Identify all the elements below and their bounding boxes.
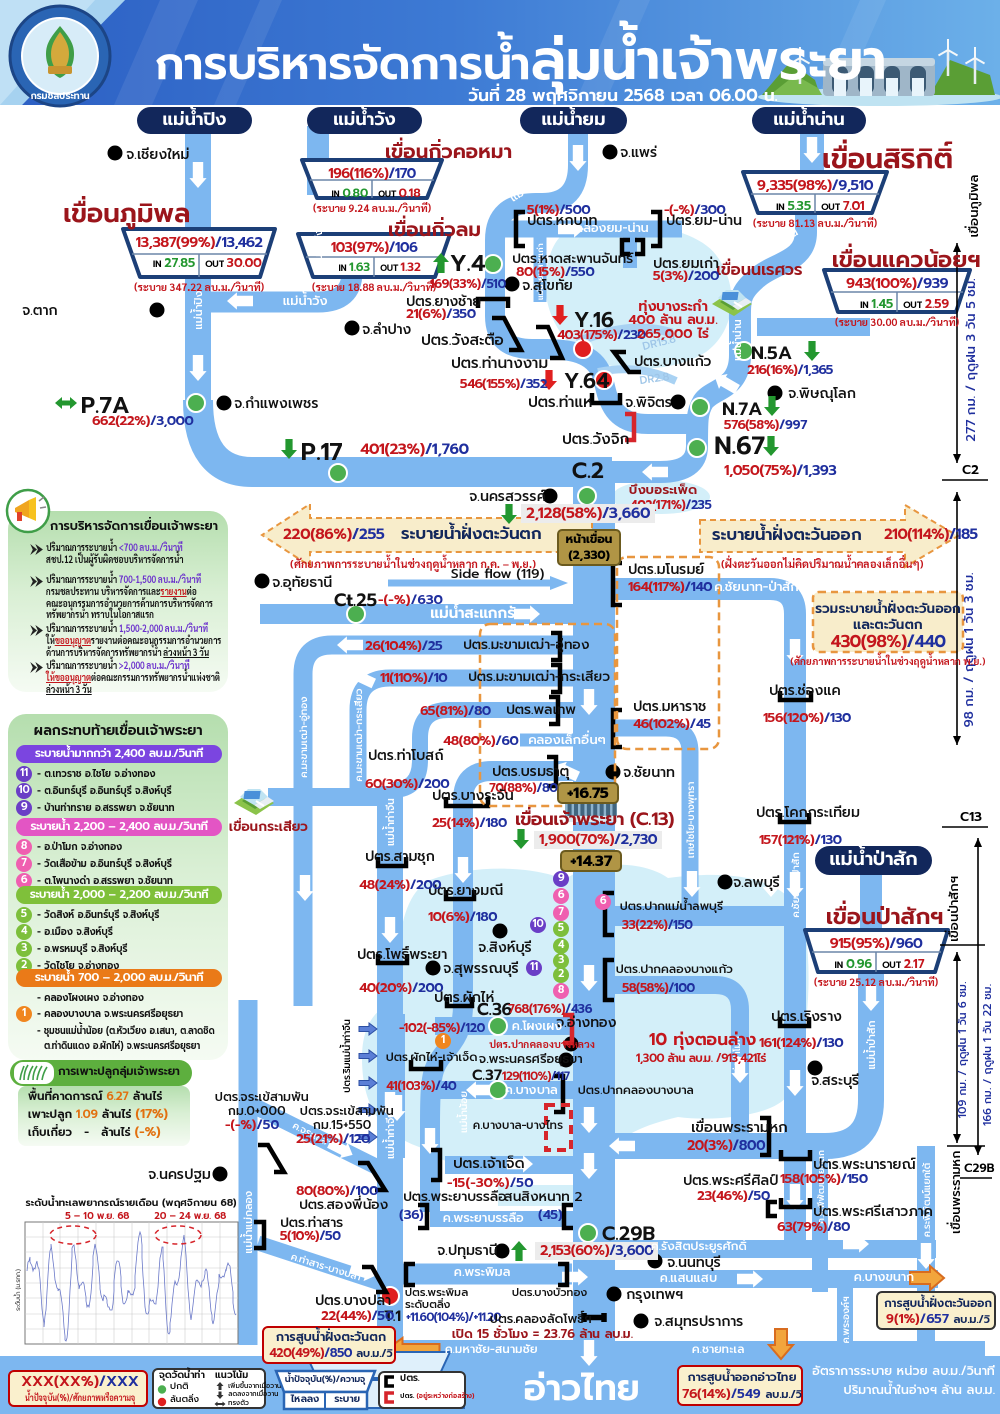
svg-text:เกษไชโย-บางพุทรา: เกษไชโย-บางพุทรา: [685, 782, 699, 858]
svg-text:เขื่อนป่าสักฯ: เขื่อนป่าสักฯ: [944, 876, 964, 942]
svg-text:ค.ท่าสาร-บางปลา: ค.ท่าสาร-บางปลา: [289, 1250, 364, 1286]
svg-text:DR2.8: DR2.8: [639, 368, 671, 389]
svg-text:ปตร.ริมแม่น้ำท่าจีน: ปตร.ริมแม่น้ำท่าจีน: [340, 1019, 355, 1093]
svg-text:277 กม. / ฤดูฝน 3 วัน 5 ชม.: 277 กม. / ฤดูฝน 3 วัน 5 ชม.: [962, 278, 981, 442]
svg-text:ค.ระพีพัฒน์แยกตก: ค.ระพีพัฒน์แยกตก: [814, 1150, 828, 1223]
svg-text:เขื่อนภูมิพล: เขื่อนภูมิพล: [964, 174, 984, 237]
svg-text:ค.ระพีพัฒน์แยกใต้: ค.ระพีพัฒน์แยกใต้: [921, 1162, 935, 1237]
svg-text:C13: C13: [960, 808, 982, 827]
svg-text:แม่น้ำน้อย: แม่น้ำน้อย: [457, 1091, 472, 1133]
svg-text:แม่น้ำแม่กลอง: แม่น้ำแม่กลอง: [242, 1190, 257, 1253]
svg-text:ค.มะขามเฒ่า-กระเสียว: ค.มะขามเฒ่า-กระเสียว: [352, 688, 367, 781]
svg-text:แม่น้ำน่าน: แม่น้ำน่าน: [731, 319, 746, 361]
svg-text:ค.มะขามเฒ่า-อู่ทอง: ค.มะขามเฒ่า-อู่ทอง: [297, 696, 312, 778]
svg-text:ทุ่งป่าโมก: ทุ่งป่าโมก: [731, 1036, 745, 1074]
svg-text:แม่น้ำวัง: แม่น้ำวัง: [310, 229, 327, 267]
svg-text:C2: C2: [962, 461, 979, 480]
svg-text:98 กม. / ฤดูฝน 1 วัน 3 ชม.: 98 กม. / ฤดูฝน 1 วัน 3 ชม.: [960, 572, 979, 727]
svg-text:ระดับน้ำ (ม.รทก.): ระดับน้ำ (ม.รทก.): [13, 1269, 23, 1311]
svg-text:แม่น้ำปิง: แม่น้ำปิง: [190, 290, 207, 329]
svg-text:กรมชลประทาน: กรมชลประทาน: [30, 90, 90, 104]
svg-text:เขื่อนพระรามหก: เขื่อนพระรามหก: [947, 1150, 966, 1233]
svg-text:แม่น้ำป่าสัก: แม่น้ำป่าสัก: [865, 1021, 880, 1070]
svg-text:166 กม. / ฤดูฝน 1 วัน 22 ชม.: 166 กม. / ฤดูฝน 1 วัน 22 ชม.: [979, 984, 996, 1126]
svg-text:แม่น้ำท่าจีน: แม่น้ำท่าจีน: [384, 1111, 399, 1159]
svg-text:C29B: C29B: [964, 1160, 995, 1178]
svg-text:แม่น้ำท่าจีน: แม่น้ำท่าจีน: [384, 798, 399, 846]
svg-text:ค.ชัยนาท-ป่าสัก: ค.ชัยนาท-ป่าสัก: [789, 852, 804, 918]
svg-text:แม่น้ำยมสายเก่า: แม่น้ำยมสายเก่า: [534, 244, 547, 300]
svg-text:ค.พระองค์ฯ: ค.พระองค์ฯ: [840, 1297, 854, 1344]
svg-text:109 กม. / ฤดูฝน 1 วัน 6 ชม.: 109 กม. / ฤดูฝน 1 วัน 6 ชม.: [954, 982, 971, 1118]
